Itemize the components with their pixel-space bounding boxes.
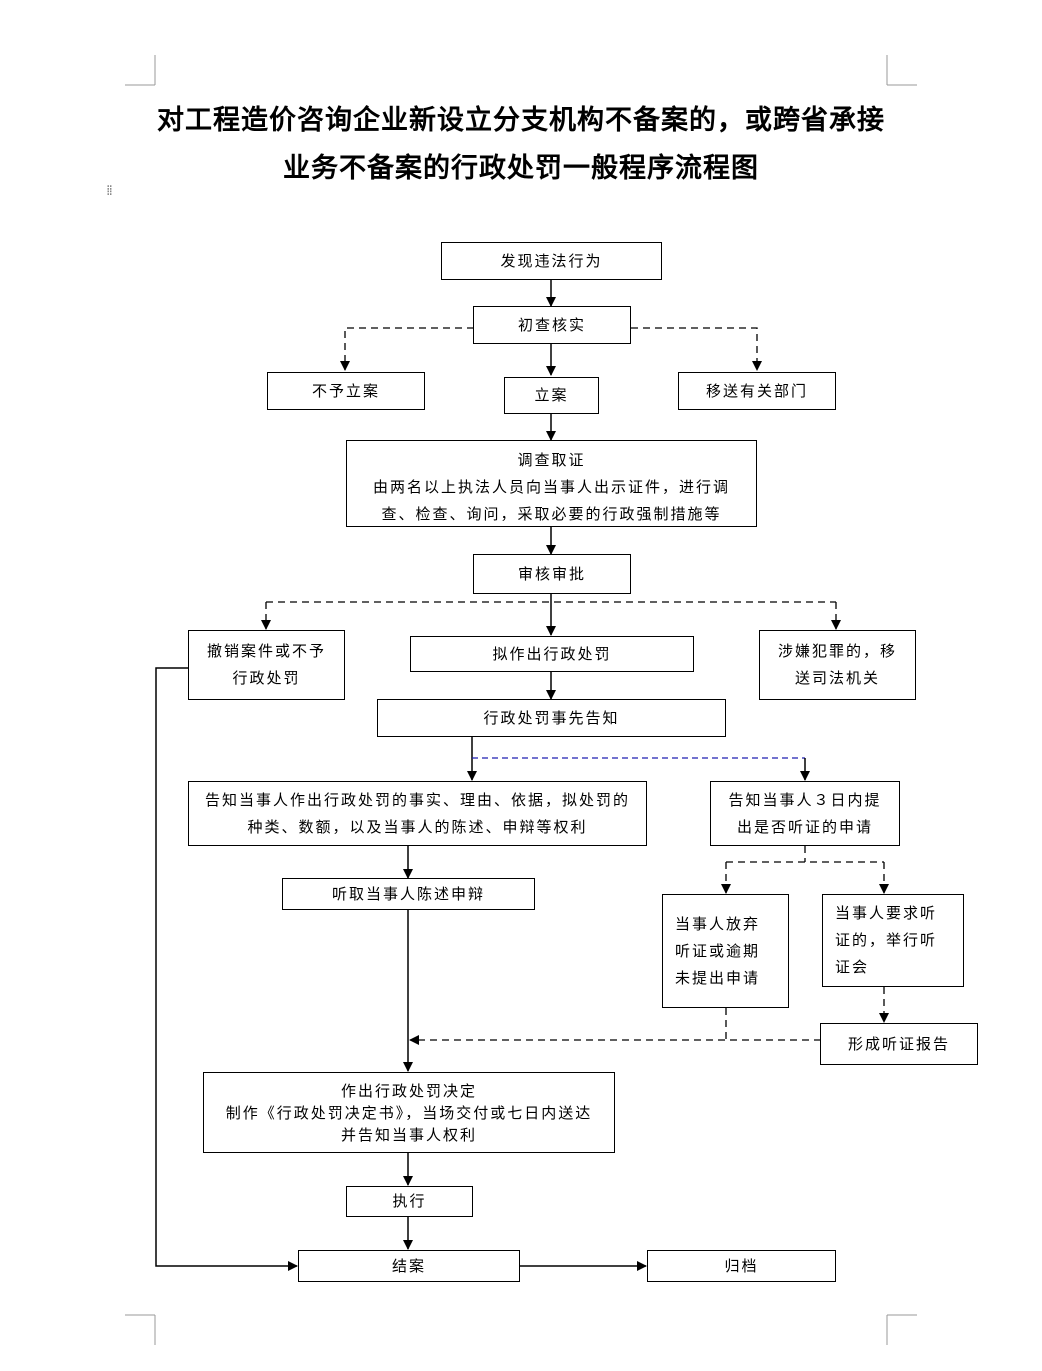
node-inform-rights: 告知当事人作出行政处罚的事实、理由、依据，拟处罚的 种类、数额，以及当事人的陈述… (188, 781, 647, 846)
waive-line3: 未提出申请 (675, 968, 761, 987)
investigate-line2: 查、检查、询问，采取必要的行政强制措施等 (381, 505, 722, 523)
node-waive-hearing: 当事人放弃 听证或逾期 未提出申请 (662, 894, 789, 1008)
node-prior-notice: 行政处罚事先告知 (377, 699, 726, 737)
node-request-hearing: 当事人要求听 证的，举行听 证会 (822, 894, 964, 987)
investigate-title: 调查取证 (517, 451, 586, 469)
request-line3: 证会 (835, 958, 870, 976)
node-discover-violation: 发现违法行为 (441, 242, 662, 280)
node-investigate: 调查取证 由两名以上执法人员向当事人出示证件，进行调 查、检查、询问，采取必要的… (346, 440, 757, 527)
revoke-line1: 撤销案件或不予 (206, 642, 326, 660)
request-line2: 证的，举行听 (835, 931, 938, 949)
inform-hearing-line1: 告知当事人３日内提 (728, 790, 882, 809)
node-archive: 归档 (647, 1250, 836, 1282)
node-inform-hearing: 告知当事人３日内提 出是否听证的申请 (710, 781, 900, 846)
inform-hearing-line2: 出是否听证的申请 (736, 817, 873, 836)
request-line1: 当事人要求听 (835, 904, 938, 922)
node-execute: 执行 (346, 1186, 473, 1217)
node-file-case: 立案 (504, 377, 599, 414)
drag-handle-icon[interactable]: ⁞⁞ (106, 183, 113, 199)
crime-line1: 涉嫌犯罪的，移 (777, 642, 897, 660)
node-preliminary-check: 初查核实 (473, 306, 631, 344)
decision-line3: 并告知当事人权利 (340, 1125, 477, 1144)
node-revoke-case: 撤销案件或不予 行政处罚 (188, 630, 345, 700)
corner-marks (125, 55, 917, 1345)
node-draft-penalty: 拟作出行政处罚 (410, 636, 694, 672)
node-hearing-report: 形成听证报告 (820, 1023, 978, 1065)
decision-line2: 制作《行政处罚决定书》，当场交付或七日内送达 (225, 1103, 593, 1122)
inform-rights-line1: 告知当事人作出行政处罚的事实、理由、依据，拟处罚的 (204, 790, 630, 809)
node-close-case: 结案 (298, 1250, 520, 1282)
waive-line2: 听证或逾期 (675, 941, 761, 960)
revoke-line2: 行政处罚 (232, 669, 301, 687)
investigate-line1: 由两名以上执法人员向当事人出示证件，进行调 (372, 478, 730, 496)
decision-line1: 作出行政处罚决定 (340, 1081, 477, 1100)
node-no-filing: 不予立案 (267, 372, 425, 410)
node-suspected-crime: 涉嫌犯罪的，移 送司法机关 (759, 630, 916, 700)
page-title-line1: 对工程造价咨询企业新设立分支机构不备案的，或跨省承接 (157, 105, 885, 136)
node-review-approve: 审核审批 (473, 554, 631, 594)
inform-rights-line2: 种类、数额，以及当事人的陈述、申辩等权利 (247, 817, 588, 836)
node-transfer-department: 移送有关部门 (678, 372, 836, 410)
crime-line2: 送司法机关 (794, 669, 880, 687)
node-penalty-decision: 作出行政处罚决定 制作《行政处罚决定书》，当场交付或七日内送达 并告知当事人权利 (203, 1072, 615, 1153)
page-title-line2: 业务不备案的行政处罚一般程序流程图 (283, 153, 759, 184)
node-hear-statement: 听取当事人陈述申辩 (282, 878, 535, 910)
waive-line1: 当事人放弃 (675, 914, 761, 933)
